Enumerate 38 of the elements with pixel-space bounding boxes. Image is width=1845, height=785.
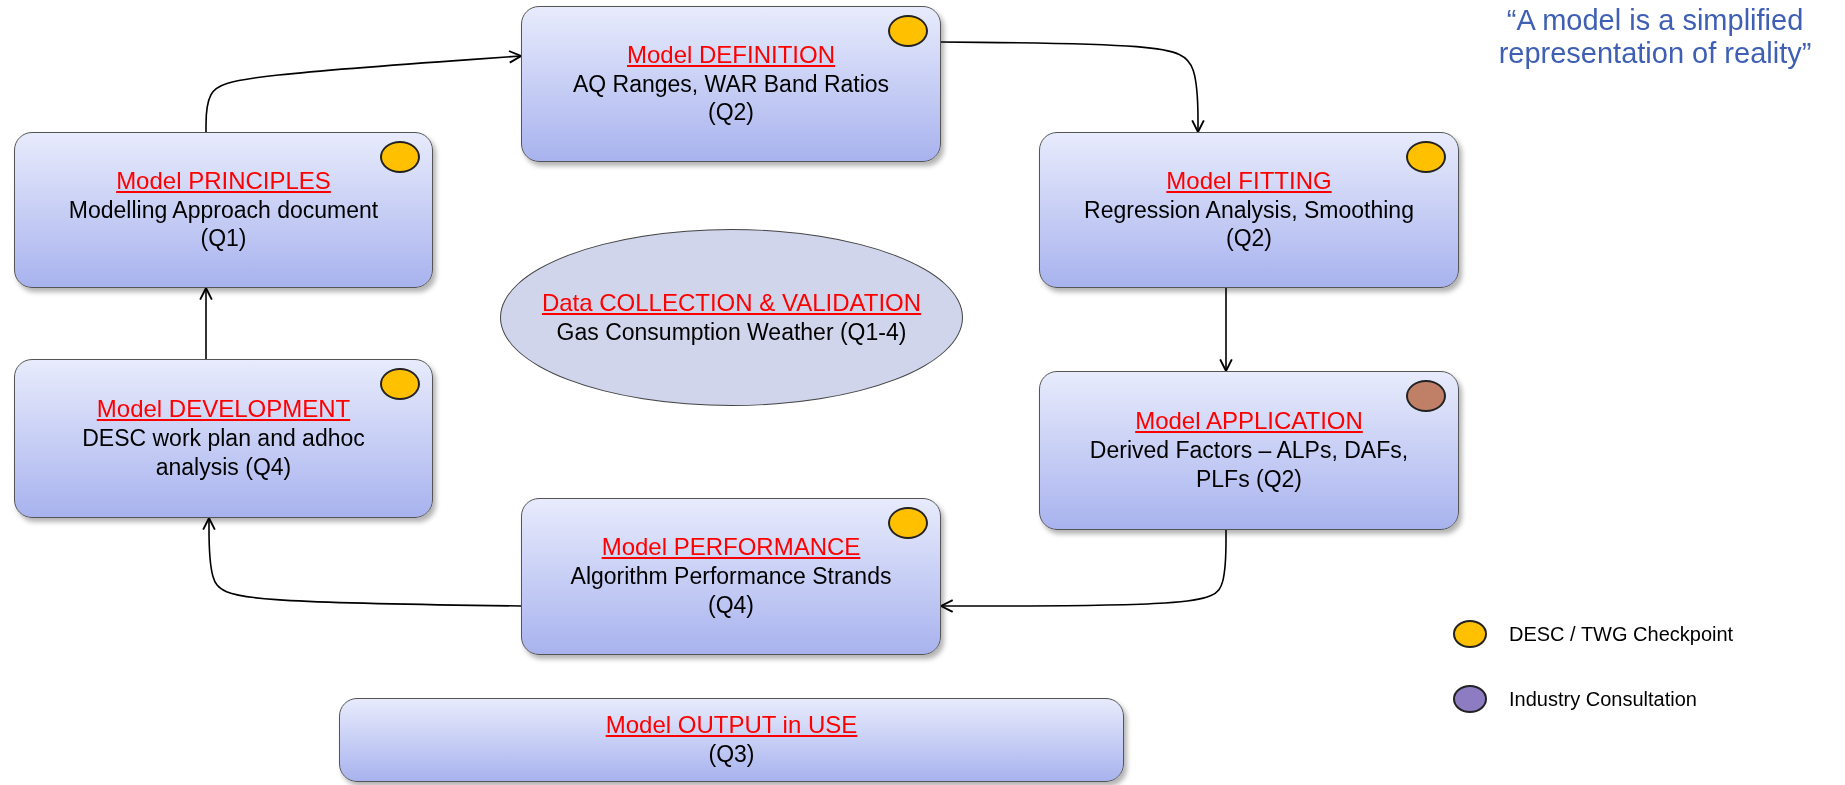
status-dot xyxy=(1406,380,1446,412)
box-description: Derived Factors – ALPs, DAFs, PLFs (Q2) xyxy=(1088,436,1410,494)
box-heading: Model DEVELOPMENT xyxy=(96,395,351,425)
arrow xyxy=(205,50,522,133)
legend-label: Industry Consultation xyxy=(1509,687,1697,711)
process-box xyxy=(14,359,433,518)
status-dot xyxy=(888,15,928,47)
box-heading: Model FITTING xyxy=(1166,166,1332,196)
arrow xyxy=(199,287,213,360)
process-box xyxy=(1039,371,1459,530)
legend-label: DESC / TWG Checkpoint xyxy=(1509,622,1734,646)
box-description: Algorithm Performance Strands (Q4) xyxy=(569,562,893,620)
arrow xyxy=(940,41,1205,133)
status-dot xyxy=(380,368,420,400)
box-description: Gas Consumption Weather (Q1-4) xyxy=(555,317,908,347)
box-heading: Data COLLECTION & VALIDATION xyxy=(541,288,922,318)
box-heading: Model APPLICATION xyxy=(1135,407,1363,437)
arrow xyxy=(940,529,1227,613)
box-description: AQ Ranges, WAR Band Ratios (Q2) xyxy=(571,69,891,128)
box-heading: Model DEFINITION xyxy=(627,40,835,70)
status-dot xyxy=(1406,141,1446,173)
process-box xyxy=(521,498,941,655)
box-heading: Model PERFORMANCE xyxy=(601,533,861,563)
status-dot xyxy=(380,141,420,173)
process-box xyxy=(521,6,941,162)
arrow xyxy=(1219,287,1233,372)
process-box xyxy=(1039,132,1459,288)
box-description: Modelling Approach document (Q1) xyxy=(67,195,380,254)
process-box xyxy=(339,698,1124,782)
status-dot xyxy=(888,507,928,539)
box-description: DESC work plan and adhoc analysis (Q4) xyxy=(81,424,366,482)
box-description: (Q3) xyxy=(707,740,756,769)
box-heading: Model PRINCIPLES xyxy=(116,166,331,196)
process-box xyxy=(14,132,433,288)
box-description: Regression Analysis, Smoothing (Q2) xyxy=(1083,195,1415,254)
quote-text: “A model is a simplified representation of reality” xyxy=(1497,4,1813,71)
box-heading: Model OUTPUT in USE xyxy=(605,711,858,740)
arrow xyxy=(202,517,522,607)
